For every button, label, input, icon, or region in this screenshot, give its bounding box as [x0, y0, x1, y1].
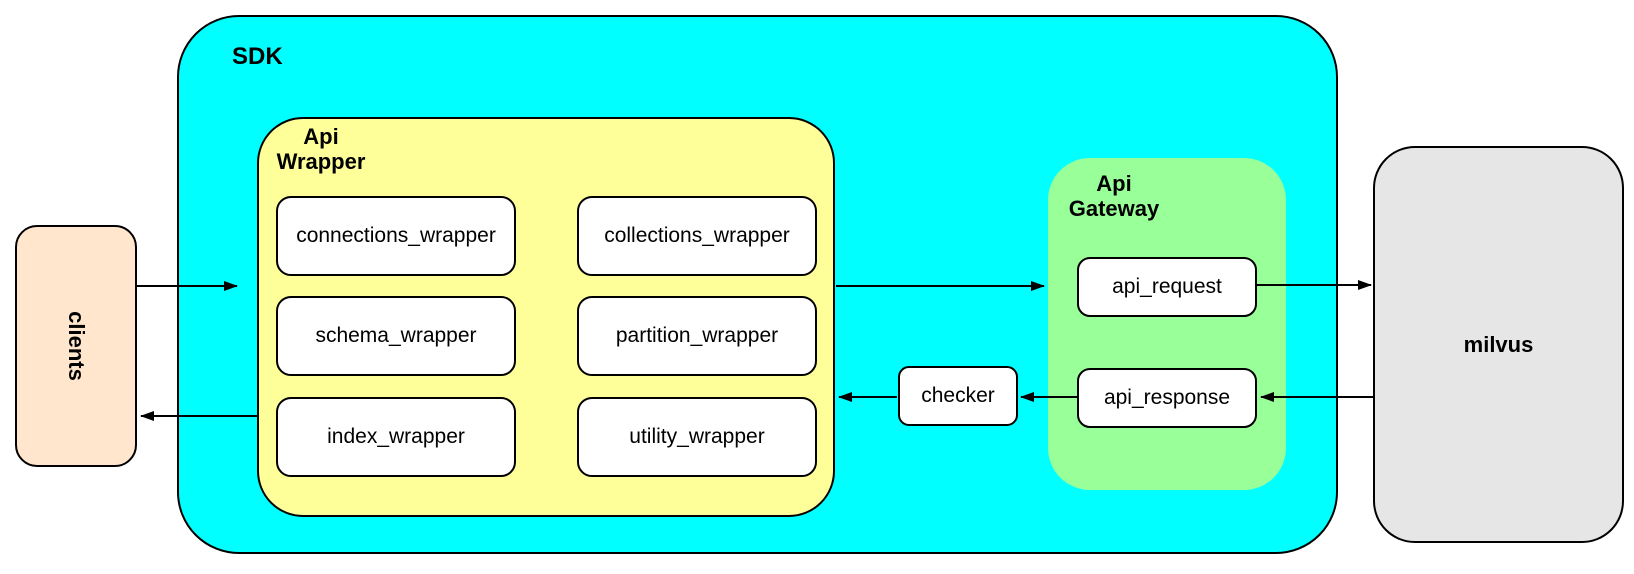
node-schema-wrapper: schema_wrapper	[276, 296, 516, 376]
node-api-request: api_request	[1077, 257, 1257, 317]
node-checker: checker	[898, 366, 1018, 426]
node-connections-wrapper: connections_wrapper	[276, 196, 516, 276]
api-wrapper-label: Api Wrapper	[276, 124, 366, 174]
api-gateway-label: Api Gateway	[1068, 171, 1160, 221]
milvus-label: milvus	[1463, 331, 1534, 357]
node-clients: clients	[15, 225, 137, 467]
node-api-gateway: Api Gateway api_request api_response	[1048, 158, 1286, 490]
node-partition-wrapper: partition_wrapper	[577, 296, 817, 376]
node-utility-wrapper: utility_wrapper	[577, 397, 817, 477]
clients-label: clients	[63, 311, 89, 381]
node-sdk: SDK Api Wrapper connections_wrapper coll…	[177, 15, 1338, 554]
node-index-wrapper: index_wrapper	[276, 397, 516, 477]
node-api-wrapper: Api Wrapper connections_wrapper collecti…	[257, 117, 835, 517]
node-milvus: milvus	[1373, 146, 1624, 543]
node-api-response: api_response	[1077, 368, 1257, 428]
node-collections-wrapper: collections_wrapper	[577, 196, 817, 276]
sdk-label: SDK	[232, 43, 283, 70]
